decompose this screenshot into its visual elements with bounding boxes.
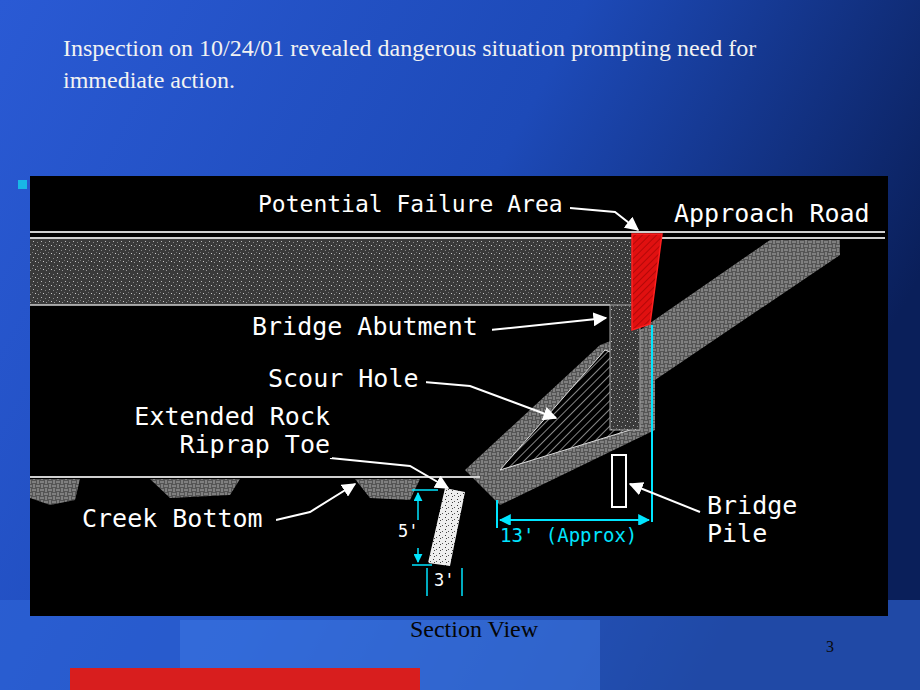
callout-label: Creek Bottom <box>80 505 276 533</box>
dimension-label: 3' <box>432 571 460 590</box>
caption: Section View <box>324 616 624 643</box>
callout-label: Extended Rock Riprap Toe <box>110 403 332 458</box>
callout-label: Scour Hole <box>266 365 426 393</box>
callout-label: Bridge Pile <box>705 492 819 547</box>
page-number: 3 <box>826 638 846 656</box>
callout-label: Bridge Abutment <box>250 313 492 341</box>
slide-title: Inspection on 10/24/01 revealed dangerou… <box>63 32 863 97</box>
dimension-label: 13' (Approx) <box>498 525 652 546</box>
road-label: Approach Road <box>672 200 888 228</box>
dimension-label: 5' <box>396 522 422 541</box>
callout-label: Potential Failure Area <box>256 192 570 217</box>
